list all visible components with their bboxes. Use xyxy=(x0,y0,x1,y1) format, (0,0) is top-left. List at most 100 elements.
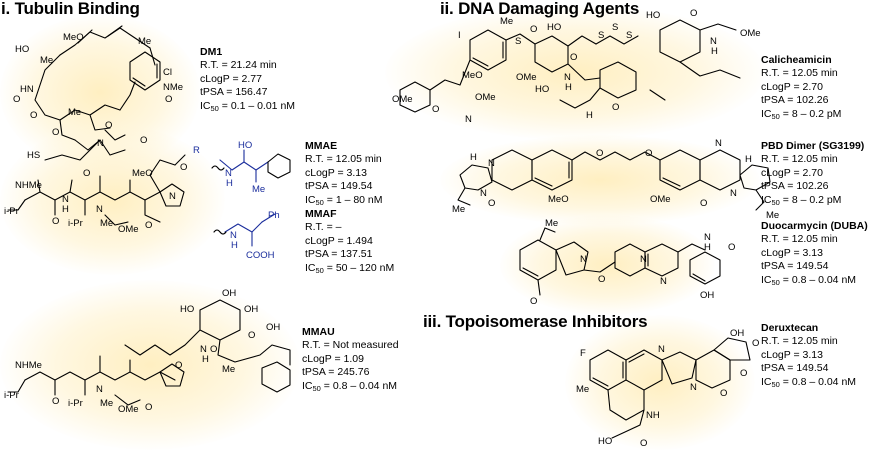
mmau-name: MMAU xyxy=(302,326,335,338)
duba-atom-o3: O xyxy=(530,296,537,307)
pbd-atom-me1: Me xyxy=(452,204,465,215)
mmau-atom-ome: OMe xyxy=(118,404,139,415)
mmau-atom-o3: O xyxy=(175,360,182,371)
mmau-ic50: = 0.8 – 0.04 nM xyxy=(323,379,398,392)
derux-atom-n2: N xyxy=(690,382,697,393)
dm1-atom-meo: MeO xyxy=(63,32,84,43)
cali-atom-ho3: HO xyxy=(646,10,660,21)
mmaf-r-group xyxy=(224,213,276,247)
pbd-atom-h1: H xyxy=(470,152,477,163)
duba-atom-n2: N xyxy=(640,254,647,265)
ic50-label: IC xyxy=(302,379,313,392)
mmau-atom-n: N xyxy=(96,384,103,395)
mmau-atom-nhme: NHMe xyxy=(15,360,42,371)
dm1-info: DM1 R.T. = 21.24 min cLogP = 2.77 tPSA =… xyxy=(200,46,295,115)
dm1-atom-nme: NMe xyxy=(163,82,183,93)
mmae-atom-o2: O xyxy=(83,168,90,179)
mmau-atom-h: H xyxy=(202,354,209,365)
mmae-r-atom-ho: HO xyxy=(238,140,252,151)
pbd-atom-o4: O xyxy=(645,148,652,159)
duba-info: Duocarmycin (DUBA) R.T. = 12.05 min cLog… xyxy=(761,220,868,289)
mmae-atom-n3: N xyxy=(169,191,176,202)
cali-atom-n2: N xyxy=(710,36,717,47)
derux-atom-ho: HO xyxy=(598,436,612,447)
cali-atom-ome4: OMe xyxy=(392,94,413,105)
pbd-tpsa: tPSA = 102.26 xyxy=(761,180,829,193)
mmau-atom-oh1: OH xyxy=(222,288,236,299)
derux-atom-oh: OH xyxy=(730,328,744,339)
dm1-atom-o5: O xyxy=(140,135,147,146)
duba-name: Duocarmycin (DUBA) xyxy=(761,220,868,232)
mmau-ic50-row: IC50 = 0.8 – 0.04 nM xyxy=(302,380,399,395)
mmaf-name: MMAF xyxy=(305,208,337,220)
mmaf-tpsa: tPSA = 137.51 xyxy=(305,248,373,261)
deruxtecan-rt: R.T. = 12.05 min xyxy=(761,335,838,348)
dm1-atom-me2: Me xyxy=(68,107,81,118)
mmau-structure xyxy=(7,299,291,406)
mmau-atom-oh2: OH xyxy=(244,304,258,315)
cali-atom-s2: S xyxy=(598,30,604,41)
dm1-atom-cl: Cl xyxy=(163,67,172,78)
pbd-info: PBD Dimer (SG3199) R.T. = 12.05 min cLog… xyxy=(761,140,864,209)
dm1-atom-me: Me xyxy=(40,55,53,66)
dm1-atom-hs: HS xyxy=(27,150,40,161)
pbd-atom-n1: N xyxy=(488,158,495,169)
pbd-atom-meo: MeO xyxy=(548,194,569,205)
calicheamicin-name: Calicheamicin xyxy=(761,54,832,66)
duba-ic50: = 0.8 – 0.04 nM xyxy=(782,273,857,286)
mmaf-r-atom-h: H xyxy=(231,240,238,251)
derux-atom-nh: NH xyxy=(646,410,660,421)
duba-clogp: cLogP = 3.13 xyxy=(761,246,823,259)
mmae-r-atom-h: H xyxy=(226,178,233,189)
mmae-ic50-row: IC50 = 1 – 80 nM xyxy=(305,194,383,209)
section-title-topo: iii. Topoisomerase Inhibitors xyxy=(423,312,648,331)
ic50-sub: 50 xyxy=(771,277,780,287)
mmau-atom-oh3: OH xyxy=(266,322,280,333)
cali-atom-o1: O xyxy=(530,24,537,35)
dm1-atom-n: N xyxy=(97,138,104,149)
deruxtecan-info: Deruxtecan R.T. = 12.05 min cLogP = 3.13… xyxy=(761,322,856,391)
pbd-atom-n4: N xyxy=(730,188,737,199)
dm1-atom-o2: O xyxy=(13,94,20,105)
cali-atom-s1: S xyxy=(515,36,521,47)
duba-glow xyxy=(500,215,715,315)
mmae-clogp: cLogP = 3.13 xyxy=(305,166,367,179)
ic50-label: IC xyxy=(761,107,772,120)
dm1-atom-o1: O xyxy=(30,110,37,121)
mmaf-ic50-row: IC50 = 50 – 120 nM xyxy=(305,262,394,277)
duba-tpsa: tPSA = 149.54 xyxy=(761,260,829,273)
mmau-atom-o2: O xyxy=(210,344,217,355)
mmaf-info: MMAF R.T. = – cLogP = 1.494 tPSA = 137.5… xyxy=(305,208,394,277)
mmae-atom-ipr2: i-Pr xyxy=(68,218,83,229)
mmau-tpsa: tPSA = 245.76 xyxy=(302,366,370,379)
derux-atom-f: F xyxy=(580,348,586,359)
cali-atom-me: Me xyxy=(500,16,513,27)
duba-atom-n3: N xyxy=(704,232,711,243)
mmae-ic50: = 1 – 80 nM xyxy=(326,193,383,206)
mmae-name: MMAE xyxy=(305,140,338,152)
mmau-atom-me2: Me xyxy=(222,364,235,375)
cali-atom-n1: N xyxy=(564,72,571,83)
mmae-info: MMAE R.T. = 12.05 min cLogP = 3.13 tPSA … xyxy=(305,140,383,209)
mmau-glow xyxy=(0,280,300,450)
dm1-tpsa: tPSA = 156.47 xyxy=(200,86,268,99)
wavy-bond-icon xyxy=(211,165,225,171)
cali-atom-ho: HO xyxy=(547,22,561,33)
pbd-atom-o1: O xyxy=(488,198,495,209)
duba-atom-oh: OH xyxy=(700,290,714,301)
deruxtecan-clogp: cLogP = 3.13 xyxy=(761,348,823,361)
cali-atom-ome1: OMe xyxy=(516,72,537,83)
ic50-sub: 50 xyxy=(771,197,780,207)
dm1-atom-o4: O xyxy=(105,120,112,131)
ic50-sub: 50 xyxy=(315,197,324,207)
mmae-r-atom-n: N xyxy=(225,168,232,179)
mmae-atom-ome: OMe xyxy=(118,224,139,235)
calicheamicin-ic50: = 8 – 0.2 pM xyxy=(782,107,842,120)
pbd-atom-o3: O xyxy=(700,198,707,209)
dm1-atom-ho: HO xyxy=(15,44,29,55)
dm1-name: DM1 xyxy=(200,46,223,58)
calicheamicin-tpsa: tPSA = 102.26 xyxy=(761,94,829,107)
mmaf-r-atom-ph: Ph xyxy=(268,210,280,221)
mmau-atom-o4: O xyxy=(52,396,59,407)
pbd-atom-ome: OMe xyxy=(650,194,671,205)
